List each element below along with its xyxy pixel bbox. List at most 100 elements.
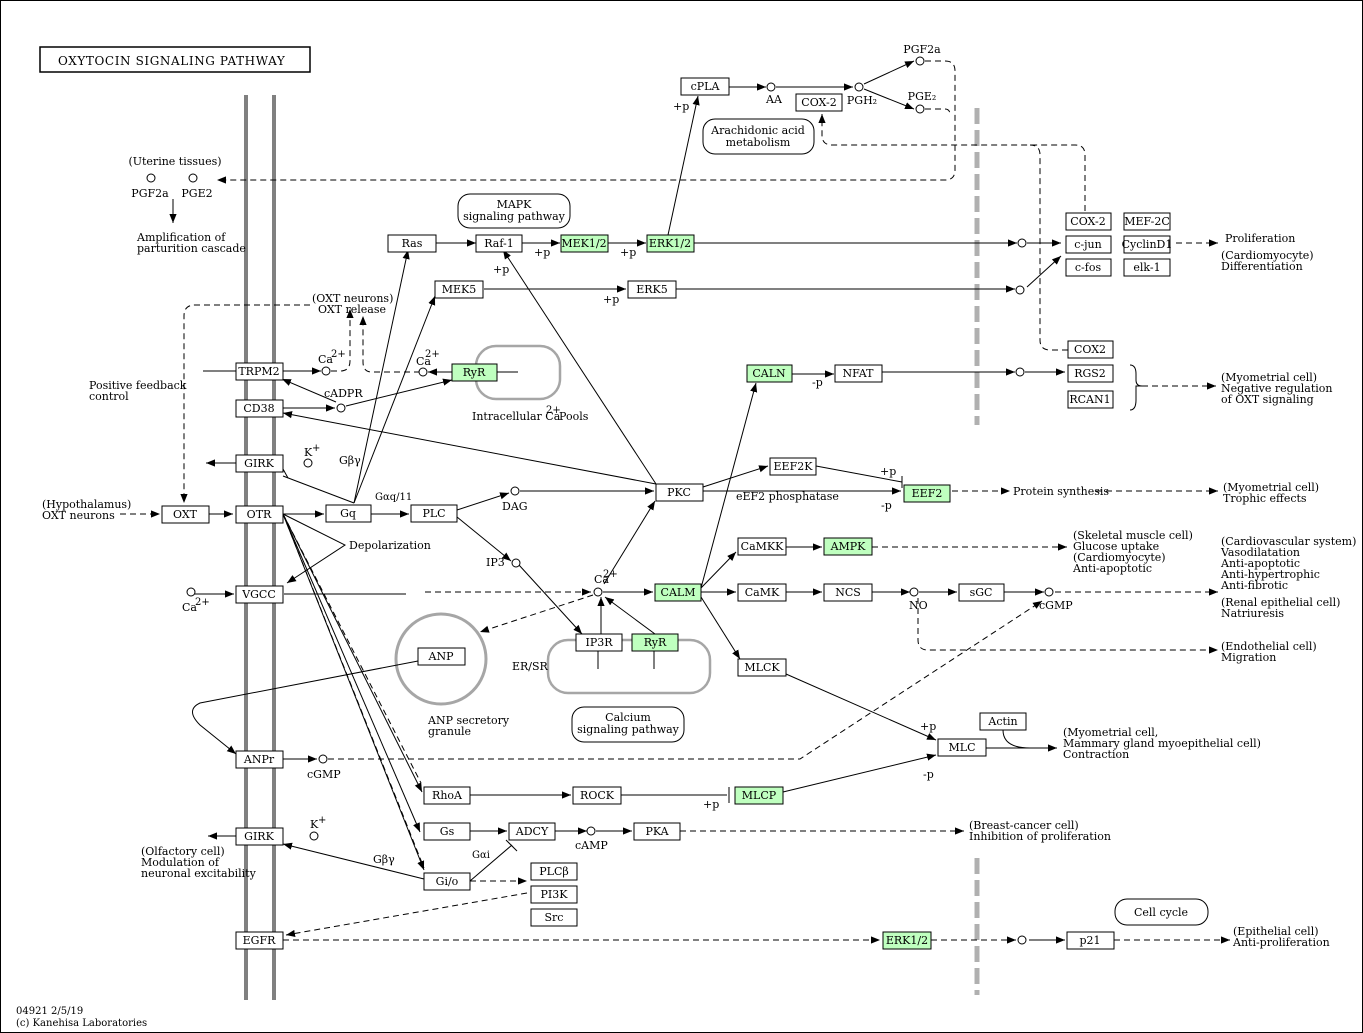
gene-anpr[interactable]: ANPr <box>235 750 284 769</box>
gene-gio[interactable]: Gi/o <box>423 872 471 891</box>
compound-camp[interactable] <box>586 826 596 836</box>
compound-pge2-left[interactable] <box>188 173 198 183</box>
oxt-release-label: (OXT neurons) <box>312 292 393 305</box>
compound-pge2-top[interactable] <box>915 104 925 114</box>
gene-cox2-nuc[interactable]: COX-2 <box>1065 212 1112 231</box>
map-arachidonic[interactable]: Arachidonic acid metabolism <box>702 118 815 155</box>
map-mapk[interactable]: MAPK signaling pathway <box>457 193 571 229</box>
compound-pgh2[interactable] <box>854 82 864 92</box>
gene-mek5[interactable]: MEK5 <box>434 280 484 299</box>
compound-ip3[interactable] <box>511 558 521 568</box>
gene-elk1[interactable]: elk-1 <box>1123 258 1171 277</box>
gene-pkc[interactable]: PKC <box>655 483 704 502</box>
gene-pka[interactable]: PKA <box>633 822 681 841</box>
compound-cadpr[interactable] <box>336 403 346 413</box>
gene-ras[interactable]: Ras <box>387 234 437 253</box>
compound-k-top[interactable] <box>303 458 313 468</box>
compound-ca-ryr[interactable] <box>418 367 428 377</box>
map-calcium[interactable]: Calcium signaling pathway <box>571 706 685 743</box>
gene-mlck[interactable]: MLCK <box>737 658 787 677</box>
compound-ca-calm[interactable] <box>593 587 603 597</box>
gene-label: ADCY <box>515 825 549 838</box>
compound-aa[interactable] <box>766 82 776 92</box>
compound-no[interactable] <box>909 587 919 597</box>
phospho-label: -p <box>812 376 823 389</box>
compound-label: IP3 <box>486 556 505 569</box>
gene-label: Raf-1 <box>484 237 514 250</box>
compound-dag[interactable] <box>510 486 520 496</box>
edges-dashed <box>120 60 1230 944</box>
gene-camk[interactable]: CaMK <box>737 583 787 602</box>
gene-cfos[interactable]: c-fos <box>1065 258 1112 277</box>
gene-girk-bottom[interactable]: GIRK <box>235 827 284 846</box>
gene-ryr-top[interactable]: RyR <box>451 363 498 382</box>
compound-pgf2a-top[interactable] <box>915 56 925 66</box>
gene-eef2k[interactable]: EEF2K <box>769 457 817 476</box>
gene-vgcc[interactable]: VGCC <box>235 585 284 604</box>
gene-trpm2[interactable]: TRPM2 <box>235 362 284 381</box>
gene-src[interactable]: Src <box>530 908 578 927</box>
compound-node[interactable] <box>1017 238 1027 248</box>
gene-caln[interactable]: CALN <box>746 364 793 383</box>
gene-mlc[interactable]: MLC <box>937 738 987 757</box>
olfactory-label: neuronal excitability <box>141 867 257 880</box>
gene-cox2-box[interactable]: COX-2 <box>795 93 843 112</box>
gene-p21[interactable]: p21 <box>1066 931 1115 950</box>
gene-mek12[interactable]: MEK1/2 <box>560 234 609 253</box>
gene-anp[interactable]: ANP <box>417 647 466 666</box>
gene-calm[interactable]: CALM <box>654 583 702 602</box>
gene-rcan1[interactable]: RCAN1 <box>1067 390 1114 409</box>
map-label: Calcium <box>605 711 651 724</box>
gene-nos[interactable]: NCS <box>823 583 873 602</box>
compound-pgf2a-left[interactable] <box>146 173 156 183</box>
compound-node[interactable] <box>1015 367 1025 377</box>
gene-label: PKC <box>667 486 691 499</box>
compound-label: NO <box>909 599 928 612</box>
gene-plc[interactable]: PLC <box>410 504 458 523</box>
gene-mlcp[interactable]: MLCP <box>734 786 784 805</box>
gene-eef2[interactable]: EEF2 <box>903 484 951 503</box>
gene-cpla[interactable]: cPLA <box>680 77 730 96</box>
gene-label: PLCβ <box>539 865 568 878</box>
gene-girk-top[interactable]: GIRK <box>235 454 284 473</box>
compound-ca-trpm2[interactable] <box>321 366 331 376</box>
gene-rock[interactable]: ROCK <box>572 786 622 805</box>
compound-node[interactable] <box>1017 935 1027 945</box>
gene-ryr-er[interactable]: RyR <box>631 633 679 652</box>
phospho-label: +p <box>920 720 936 733</box>
gene-cyclind1[interactable]: CyclinD1 <box>1122 235 1173 254</box>
output-label: Anti-hypertrophic <box>1220 568 1320 581</box>
compound-cgmp-right[interactable] <box>1044 587 1054 597</box>
gene-adcy[interactable]: ADCY <box>508 822 556 841</box>
er-sr-label: ER/SR <box>512 660 549 673</box>
compound-cgmp-anpr[interactable] <box>318 754 328 764</box>
gene-ip3r[interactable]: IP3R <box>575 633 623 652</box>
gene-gq[interactable]: Gq <box>325 504 372 523</box>
gene-oxt[interactable]: OXT <box>161 505 210 524</box>
gene-actin[interactable]: Actin <box>979 712 1027 731</box>
gene-nfat[interactable]: NFAT <box>834 364 883 383</box>
output-label: Negative regulation <box>1221 382 1333 395</box>
gene-egfr[interactable]: EGFR <box>235 931 284 950</box>
gene-plcb[interactable]: PLCβ <box>530 862 578 881</box>
gene-otr[interactable]: OTR <box>235 505 284 524</box>
gene-cox2-b[interactable]: COX2 <box>1067 340 1114 359</box>
map-cell-cycle[interactable]: Cell cycle <box>1114 898 1209 926</box>
gene-camkk[interactable]: CaMKK <box>737 537 787 556</box>
gene-raf1[interactable]: Raf-1 <box>475 234 523 253</box>
gene-cjun[interactable]: c-jun <box>1065 235 1112 254</box>
gene-erk5[interactable]: ERK5 <box>627 280 677 299</box>
gene-cd38[interactable]: CD38 <box>235 399 284 418</box>
gene-mef2c[interactable]: MEF-2C <box>1123 212 1171 231</box>
gene-pi3k[interactable]: PI3K <box>530 885 578 904</box>
gene-rgs2[interactable]: RGS2 <box>1067 364 1114 383</box>
compound-k-bottom[interactable] <box>309 831 319 841</box>
gene-ampk[interactable]: AMPK <box>823 537 873 556</box>
compound-ca-vgcc[interactable] <box>186 587 196 597</box>
gene-erk12-bottom[interactable]: ERK1/2 <box>882 931 932 950</box>
gene-sgc[interactable]: sGC <box>958 583 1005 602</box>
compound-node[interactable] <box>1015 285 1025 295</box>
gene-erk12-top[interactable]: ERK1/2 <box>646 234 695 253</box>
gene-gs[interactable]: Gs <box>423 822 471 841</box>
gene-rhoa[interactable]: RhoA <box>423 786 471 805</box>
